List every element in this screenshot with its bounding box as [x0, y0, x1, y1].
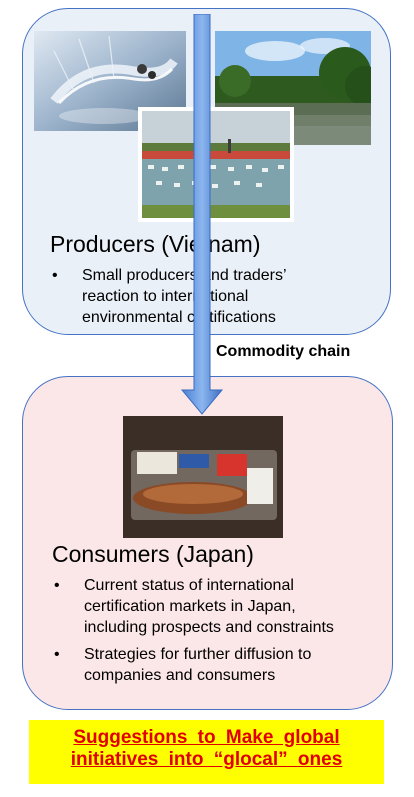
producers-title: Producers (Vietnam) — [50, 231, 261, 257]
list-item: Strategies for further diffusion to comp… — [48, 644, 358, 686]
list-item: Current status of international certific… — [48, 575, 358, 638]
suggestion-banner: Suggestions to Make global initiatives i… — [29, 720, 384, 784]
commodity-chain-label: Commodity chain — [216, 343, 351, 360]
consumers-title: Consumers (Japan) — [52, 541, 254, 567]
suggestion-line-2: initiatives into “glocal” ones — [70, 749, 343, 770]
consumers-bullet-list: Current status of international certific… — [48, 575, 358, 692]
commodity-chain-arrow — [180, 14, 224, 415]
aquaculture-farm-photo — [138, 107, 294, 222]
suggestion-text: Suggestions to Make global initiatives i… — [29, 727, 384, 771]
shrimp-photo — [34, 31, 186, 131]
packaged-shrimp-photo — [123, 416, 283, 538]
suggestion-line-1: Suggestions to Make global — [73, 727, 340, 748]
